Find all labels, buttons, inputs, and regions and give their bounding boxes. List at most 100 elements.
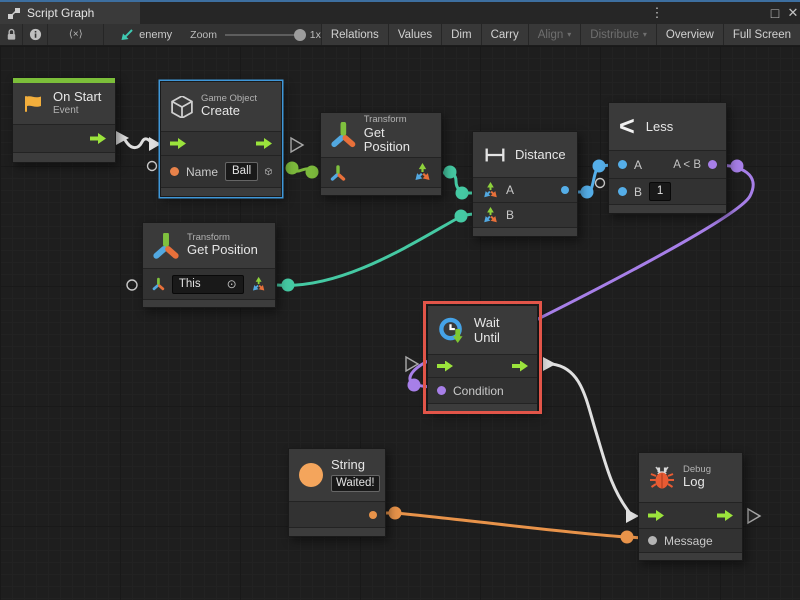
- flow-input-port[interactable]: [170, 138, 186, 149]
- node-category: Debug: [683, 463, 711, 475]
- node-footer: [609, 205, 726, 213]
- align-button[interactable]: Align▾: [527, 24, 581, 45]
- node-header: String Waited!: [289, 449, 385, 502]
- values-label: Values: [397, 28, 433, 41]
- wire-endpoint: [388, 506, 402, 520]
- node-distance[interactable]: Distance A B: [472, 131, 578, 237]
- port-stub-circle[interactable]: [126, 279, 138, 291]
- flow-stub-triangle[interactable]: [290, 136, 305, 154]
- flow-stub-triangle[interactable]: [747, 507, 762, 525]
- fullscreen-button[interactable]: Full Screen: [722, 24, 800, 45]
- chevron-down-icon: ▾: [567, 30, 572, 39]
- wire-flow-onstart-create[interactable]: [122, 137, 154, 149]
- graph-canvas[interactable]: On Start Event Game Object Create: [0, 46, 800, 600]
- overview-button[interactable]: Overview: [655, 24, 723, 45]
- window-close-button[interactable]: ✕: [787, 5, 799, 20]
- flow-output-port[interactable]: [512, 360, 528, 372]
- distribute-label: Distribute: [590, 28, 639, 41]
- distance-icon: [485, 148, 505, 161]
- message-row: Message: [639, 529, 742, 553]
- vector3-input-port[interactable]: [482, 206, 499, 224]
- node-string[interactable]: String Waited!: [288, 448, 386, 537]
- node-footer: [428, 404, 537, 411]
- wire-endpoint: [592, 159, 606, 173]
- node-get-position-bottom[interactable]: Transform Get Position This ⊙: [142, 222, 276, 308]
- wire-bool-less-waituntil[interactable]: [408, 163, 755, 389]
- flow-arrowhead: [543, 357, 556, 371]
- node-footer: [639, 553, 742, 560]
- wire-vector-getposition-distance-b[interactable]: [276, 212, 477, 287]
- relations-label: Relations: [330, 28, 379, 41]
- distribute-button[interactable]: Distribute▾: [580, 24, 656, 45]
- less-icon: <: [619, 111, 635, 141]
- title-bar: Script Graph ⋮ □ ✕: [0, 2, 800, 24]
- vector3-input-port[interactable]: [482, 181, 499, 199]
- values-button[interactable]: Values: [387, 24, 442, 45]
- flow-row: [639, 503, 742, 529]
- float-output-port[interactable]: [561, 186, 569, 194]
- tab-script-graph[interactable]: Script Graph: [0, 2, 140, 24]
- wire-endpoint: [285, 161, 299, 175]
- wire-endpoint: [407, 378, 421, 392]
- node-category: Transform: [363, 113, 407, 125]
- flow-input-port[interactable]: [648, 510, 664, 521]
- transform-input-port[interactable]: [152, 276, 165, 292]
- wire-flow-waituntil-debuglog[interactable]: [551, 362, 631, 513]
- message-input-port[interactable]: [648, 536, 657, 545]
- b-input-port[interactable]: [618, 187, 627, 196]
- window-menu-button[interactable]: ⋮: [650, 5, 664, 20]
- carry-button[interactable]: Carry: [480, 24, 528, 45]
- wire-string-debuglog-message[interactable]: [377, 511, 645, 540]
- node-get-position-top[interactable]: Transform Get Position: [320, 112, 442, 196]
- node-header: On Start Event: [13, 83, 115, 125]
- condition-input-port[interactable]: [437, 386, 446, 395]
- port-stub-circle[interactable]: [594, 177, 606, 189]
- port-stub-circle[interactable]: [146, 160, 158, 172]
- flow-stub-triangle[interactable]: [405, 355, 420, 373]
- graph-context[interactable]: enemy: [120, 24, 172, 45]
- flow-output-port[interactable]: [90, 133, 106, 144]
- flow-output-port[interactable]: [717, 510, 733, 521]
- vector3-output-port[interactable]: [250, 275, 266, 294]
- relations-button[interactable]: Relations: [320, 24, 388, 45]
- this-value: This: [178, 277, 201, 290]
- b-value-field[interactable]: 1: [649, 182, 672, 201]
- node-on-start-event[interactable]: On Start Event: [12, 77, 116, 163]
- string-output-port[interactable]: [369, 510, 377, 519]
- port-row: This ⊙: [143, 269, 275, 300]
- api-button[interactable]: ⟨×⟩: [48, 24, 105, 45]
- name-value-field[interactable]: Ball: [225, 162, 259, 181]
- string-value-field[interactable]: Waited!: [331, 474, 380, 492]
- vector3-output-port[interactable]: [413, 163, 432, 182]
- window-maximize-button[interactable]: □: [770, 5, 780, 21]
- node-header: Game Object Create: [161, 82, 281, 132]
- game-object-output-port[interactable]: [265, 164, 272, 179]
- node-footer: [289, 528, 385, 536]
- event-stripe: [13, 78, 115, 83]
- node-debug-log[interactable]: Debug Log Message: [638, 452, 743, 561]
- inspect-button[interactable]: [23, 24, 49, 45]
- name-input-port[interactable]: [170, 167, 179, 176]
- node-game-object-create[interactable]: Game Object Create Name Ball: [160, 81, 282, 197]
- lock-button[interactable]: [0, 24, 24, 45]
- transform-input-port[interactable]: [330, 164, 346, 181]
- graph-toolbar: ⟨×⟩ enemy Zoom 1x Relations Values Dim C…: [0, 24, 800, 46]
- wire-endpoint: [443, 165, 457, 179]
- zoom-slider[interactable]: [225, 28, 306, 41]
- this-object-field[interactable]: This ⊙: [171, 274, 244, 294]
- object-picker-icon[interactable]: ⊙: [226, 277, 237, 291]
- node-less[interactable]: < Less A A < B B 1: [608, 102, 727, 214]
- node-wait-until[interactable]: Wait Until Condition: [427, 305, 538, 412]
- node-subtitle: Event: [53, 105, 79, 117]
- flow-output-port[interactable]: [256, 138, 272, 149]
- graph-context-label: enemy: [139, 28, 173, 41]
- wire-endpoint: [281, 278, 295, 292]
- a-input-port[interactable]: [618, 160, 627, 169]
- zoom-slider-handle[interactable]: [293, 28, 306, 41]
- flow-input-port[interactable]: [437, 360, 453, 372]
- bool-output-port[interactable]: [708, 160, 717, 169]
- node-header: Transform Get Position: [321, 113, 441, 158]
- dim-button[interactable]: Dim: [441, 24, 481, 45]
